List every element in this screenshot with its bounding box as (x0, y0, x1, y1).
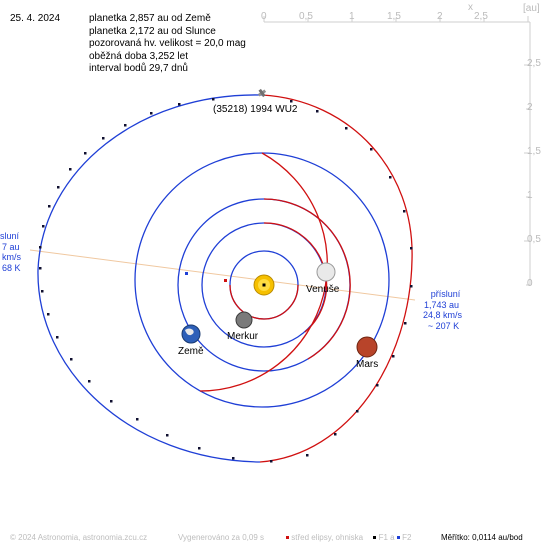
asteroid-orbit-points (39, 98, 413, 463)
mars-planet (356, 336, 378, 358)
info-period: oběžná doba 3,252 let (89, 50, 188, 62)
y-tick-4: 0,5 (527, 234, 541, 245)
sun (253, 274, 275, 296)
unit-label: [au] (523, 3, 540, 14)
y-tick-0: 2,5 (527, 58, 541, 69)
info-distance-earth: planetka 2,857 au od Země (89, 13, 211, 24)
info-magnitude: pozorovaná hv. velikost = 20,0 mag (89, 38, 246, 49)
aphelion-title: sluní (0, 231, 20, 241)
x-tick-1: 0,5 (299, 11, 313, 22)
asteroid-orbit-red (259, 94, 413, 463)
perihelion-speed: 24,8 km/s (423, 310, 463, 320)
y-tick-2: 1,5 (527, 146, 541, 157)
f2-legend-swatch (396, 536, 400, 540)
footer-scale: Měřítko: 0,0114 au/bod (441, 533, 523, 542)
info-panel: planetka 2,857 au od Země planetka 2,172… (89, 13, 246, 76)
aphelion-speed: km/s (2, 252, 21, 262)
ellipse-center-marker (224, 279, 227, 282)
legend-f1-text: F1 (378, 533, 388, 542)
mercury-label: Merkur (227, 331, 259, 342)
venus-planet (316, 262, 336, 282)
aphelion-temperature: 68 K (2, 262, 21, 273)
info-interval: interval bodů 29,7 dnů (89, 63, 188, 74)
aphelion-distance: 7 au (2, 241, 20, 252)
legend-f2-text: F2 (402, 533, 412, 542)
asteroid-marker (257, 88, 267, 98)
y-tick-1: 2 (527, 102, 533, 113)
x-tick-3: 1,5 (387, 11, 401, 22)
earth-planet (181, 324, 201, 344)
x-tick-2: 1 (349, 11, 355, 22)
y-tick-5: 0 (527, 278, 533, 289)
x-tick-4: 2 (437, 11, 443, 22)
footer-copyright: © 2024 Astronomia, astronomia.zcu.cz (10, 533, 148, 542)
aphelion-label: sluní 7 au km/s 68 K (0, 231, 21, 273)
scale-ruler (263, 16, 531, 286)
f1-legend-swatch (373, 536, 377, 540)
date-label: 25. 4. 2024 (10, 13, 61, 24)
mars-label: Mars (356, 359, 379, 370)
y-tick-3: 1 (527, 190, 533, 201)
info-distance-sun: planetka 2,172 au od Slunce (89, 25, 216, 37)
x-tick-0: 0 (261, 11, 267, 22)
mercury-planet (235, 311, 253, 329)
perihelion-label: přísluní 1,743 au 24,8 km/s ~ 207 K (423, 289, 462, 331)
focus2-marker (185, 272, 188, 275)
perihelion-distance: 1,743 au (423, 299, 460, 310)
earth-label: Země (178, 346, 204, 357)
venus-label: Venuše (306, 284, 340, 295)
y-ruler-ticks (524, 64, 530, 286)
perihelion-title: přísluní (430, 289, 461, 299)
legend-center-text: střed elipsy, ohniska (291, 533, 364, 542)
perihelion-temperature: ~ 207 K (427, 320, 460, 331)
asteroid-orbit-blue (37, 94, 263, 463)
footer-legend: střed elipsy, ohniska F1 a F2 (286, 533, 411, 542)
footer-generated: Vygenerováno za 0,09 s (178, 533, 264, 542)
x-ruler-ticks (263, 16, 529, 22)
legend-a-text: a (390, 533, 395, 542)
asteroid-label: (35218) 1994 WU2 (213, 104, 298, 115)
x-tick-5: 2,5 (474, 11, 488, 22)
apsidal-line (29, 249, 416, 301)
x-axis-label: x (468, 2, 473, 13)
center-legend-swatch (286, 536, 289, 540)
